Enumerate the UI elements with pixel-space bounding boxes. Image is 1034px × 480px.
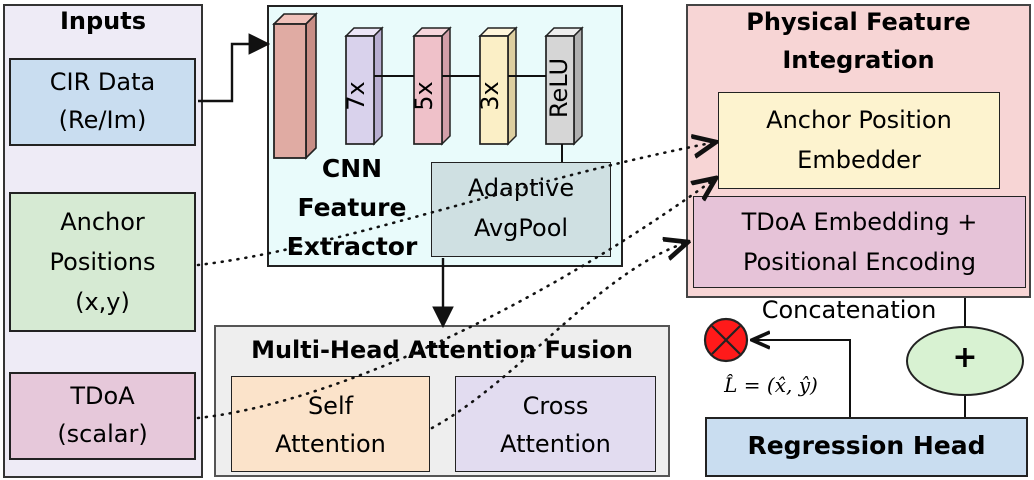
anchor-positions-box bbox=[9, 192, 196, 332]
anchor-positions-label-3: (x,y) bbox=[75, 288, 130, 316]
input-conv-block bbox=[272, 12, 318, 160]
plus-symbol: + bbox=[952, 340, 978, 375]
tdoa-input-label-2: (scalar) bbox=[57, 420, 148, 448]
location-estimate-label: L̂ = (x̂, ŷ) bbox=[724, 373, 818, 397]
self-attention-label-1: Self bbox=[307, 392, 354, 420]
anchor-embedder-label-1: Anchor Position bbox=[766, 106, 952, 134]
error-x-icon bbox=[703, 317, 749, 363]
cross-attention-label-2: Attention bbox=[500, 430, 611, 458]
tdoa-input-box bbox=[9, 372, 196, 460]
concatenation-label: Concatenation bbox=[761, 296, 937, 324]
adaptive-avgpool-label-2: AvgPool bbox=[473, 214, 569, 242]
attention-dotted-link bbox=[430, 242, 688, 430]
regression-head-label: Regression Head bbox=[747, 431, 986, 460]
conv-3x-block bbox=[478, 26, 518, 146]
cnn-title-line-3: Extractor bbox=[286, 232, 418, 261]
physical-integration-title-1: Physical Feature bbox=[746, 8, 971, 36]
adaptive-avgpool-box bbox=[431, 162, 611, 257]
cnn-title-line-2: Feature bbox=[297, 193, 407, 222]
cross-attention-box bbox=[455, 376, 656, 472]
self-attention-box bbox=[231, 376, 430, 472]
tdoa-input-label-1: TDoA bbox=[70, 382, 135, 410]
regression-head-box bbox=[705, 417, 1028, 477]
anchor-dotted-link bbox=[196, 142, 716, 267]
regression-to-output-arrow bbox=[752, 340, 851, 417]
self-attention-label-2: Attention bbox=[275, 430, 386, 458]
tdoa-embedding-label-2: Positional Encoding bbox=[742, 248, 977, 276]
conv-5x-block bbox=[412, 26, 452, 146]
anchor-positions-label-1: Anchor bbox=[60, 208, 145, 236]
anchor-position-embedder-box bbox=[718, 92, 1000, 189]
tdoa-dotted-link-1 bbox=[196, 178, 716, 420]
cir-data-label-2: (Re/Im) bbox=[58, 106, 147, 134]
conv-7x-block bbox=[344, 26, 384, 146]
inputs-title: Inputs bbox=[59, 7, 147, 35]
relu-block bbox=[544, 26, 584, 146]
tdoa-embedding-box bbox=[693, 196, 1026, 288]
anchor-embedder-label-2: Embedder bbox=[797, 146, 921, 174]
physical-integration-title-2: Integration bbox=[782, 46, 935, 74]
cir-data-label-1: CIR Data bbox=[49, 68, 156, 96]
cir-data-box bbox=[9, 58, 196, 146]
cnn-title-line-1: CNN bbox=[321, 154, 383, 183]
cross-attention-label-1: Cross bbox=[522, 392, 589, 420]
cir-to-cnn-arrow bbox=[198, 33, 271, 103]
anchor-positions-label-2: Positions bbox=[49, 248, 156, 276]
concat-plus-node bbox=[906, 326, 1024, 396]
tdoa-embedding-label-1: TDoA Embedding + bbox=[741, 208, 978, 236]
